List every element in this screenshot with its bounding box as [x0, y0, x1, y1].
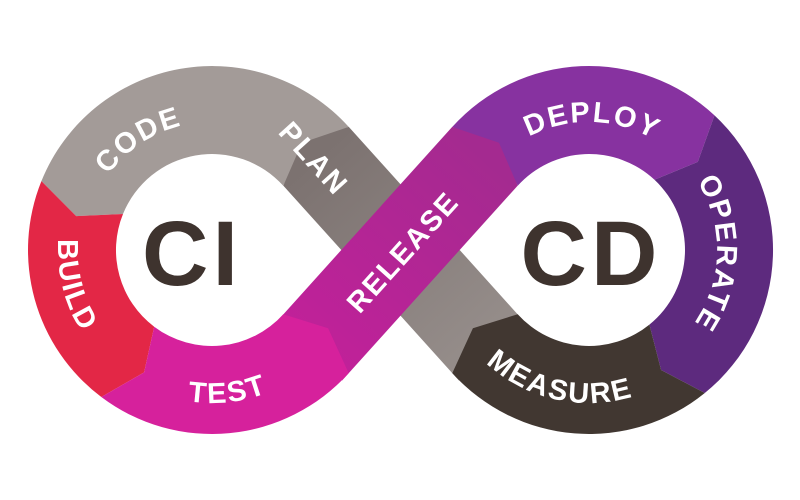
- segment-deploy: [452, 66, 715, 186]
- segment-build: [28, 181, 155, 397]
- segment-measure: [452, 314, 705, 434]
- cd-label: CD: [521, 203, 662, 305]
- segment-release-band: [276, 126, 518, 381]
- segment-test: [101, 314, 349, 434]
- segment-operate: [649, 115, 774, 394]
- segment-code: [41, 66, 349, 217]
- ci-label: CI: [142, 203, 242, 305]
